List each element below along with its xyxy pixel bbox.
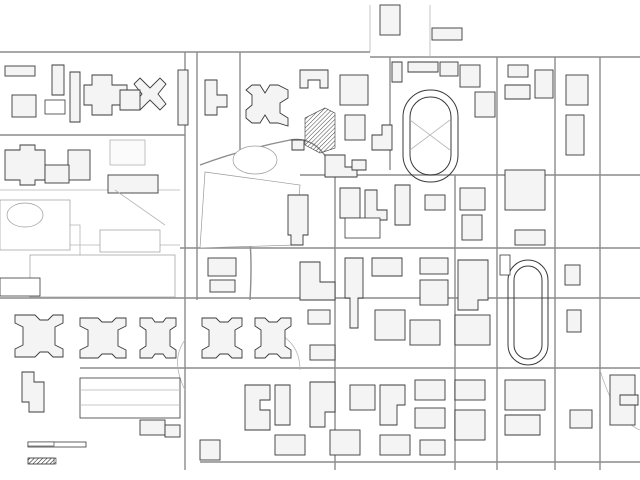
legend-swatch-hatched: [27, 457, 55, 465]
residence-halls-west: [14, 314, 292, 465]
south-buildings: [199, 374, 639, 461]
central-north-buildings: [204, 4, 554, 178]
central-campus-buildings: [199, 74, 589, 361]
map-legend: [27, 441, 55, 465]
legend-swatch-open: [27, 441, 55, 447]
northwest-buildings: [0, 64, 189, 298]
stadium-track: [402, 89, 549, 366]
